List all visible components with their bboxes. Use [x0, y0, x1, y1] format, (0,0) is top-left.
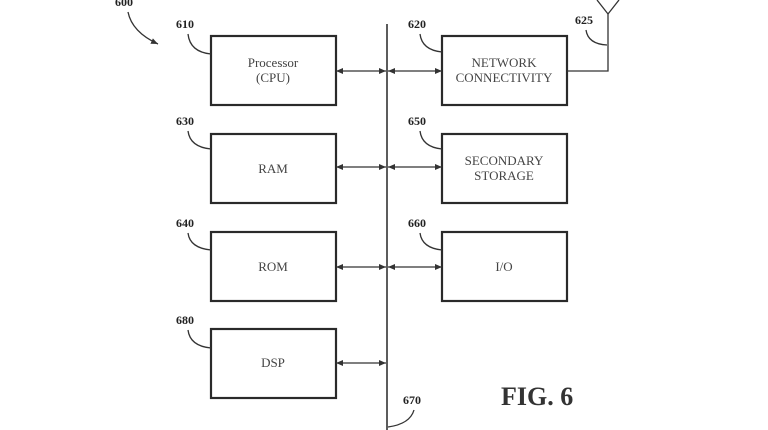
figure-ref-arrow: [127, 11, 159, 45]
ram-ref-label: 630: [176, 114, 194, 128]
storage-ref-leader: [419, 130, 443, 150]
bus-ref-leader: [387, 409, 415, 428]
storage-ref-label: 650: [408, 114, 426, 128]
network-label-line1: NETWORK: [472, 55, 538, 70]
storage-label-line2: STORAGE: [474, 168, 534, 183]
ram-label: RAM: [258, 161, 288, 176]
cpu-ref-label: 610: [176, 17, 194, 31]
storage-label-line1: SECONDARY: [465, 153, 544, 168]
secondary-storage-block: SECONDARY STORAGE: [440, 132, 569, 205]
io-block: I/O: [440, 230, 569, 303]
antenna-ref-leader: [585, 29, 608, 46]
ram-block: RAM: [209, 132, 338, 205]
cpu-label-line2: (CPU): [256, 70, 290, 85]
network-ref-label: 620: [408, 17, 426, 31]
figure-title: FIG. 6: [501, 382, 573, 411]
cpu-block: Processor (CPU): [209, 34, 338, 107]
rom-block: ROM: [209, 230, 338, 303]
io-ref-label: 660: [408, 216, 426, 230]
dsp-label: DSP: [261, 355, 285, 370]
rom-ref-label: 640: [176, 216, 194, 230]
ram-ref-leader: [187, 130, 212, 150]
io-label: I/O: [495, 259, 512, 274]
network-ref-leader: [419, 33, 443, 53]
io-ref-leader: [419, 232, 443, 251]
rom-label: ROM: [258, 259, 288, 274]
network-connectivity-block: NETWORK CONNECTIVITY: [440, 34, 569, 107]
antenna-ref-label: 625: [575, 13, 593, 27]
antenna-feed-line: [567, 14, 609, 72]
cpu-ref-leader: [187, 33, 212, 55]
rom-ref-leader: [187, 232, 212, 251]
antenna-icon: [596, 0, 620, 16]
dsp-block: DSP: [209, 327, 338, 400]
dsp-ref-leader: [187, 329, 212, 349]
cpu-label-line1: Processor: [248, 55, 299, 70]
bus-ref-label: 670: [403, 393, 421, 407]
figure-ref-label: 600: [115, 0, 133, 9]
network-label-line2: CONNECTIVITY: [456, 70, 553, 85]
dsp-ref-label: 680: [176, 313, 194, 327]
